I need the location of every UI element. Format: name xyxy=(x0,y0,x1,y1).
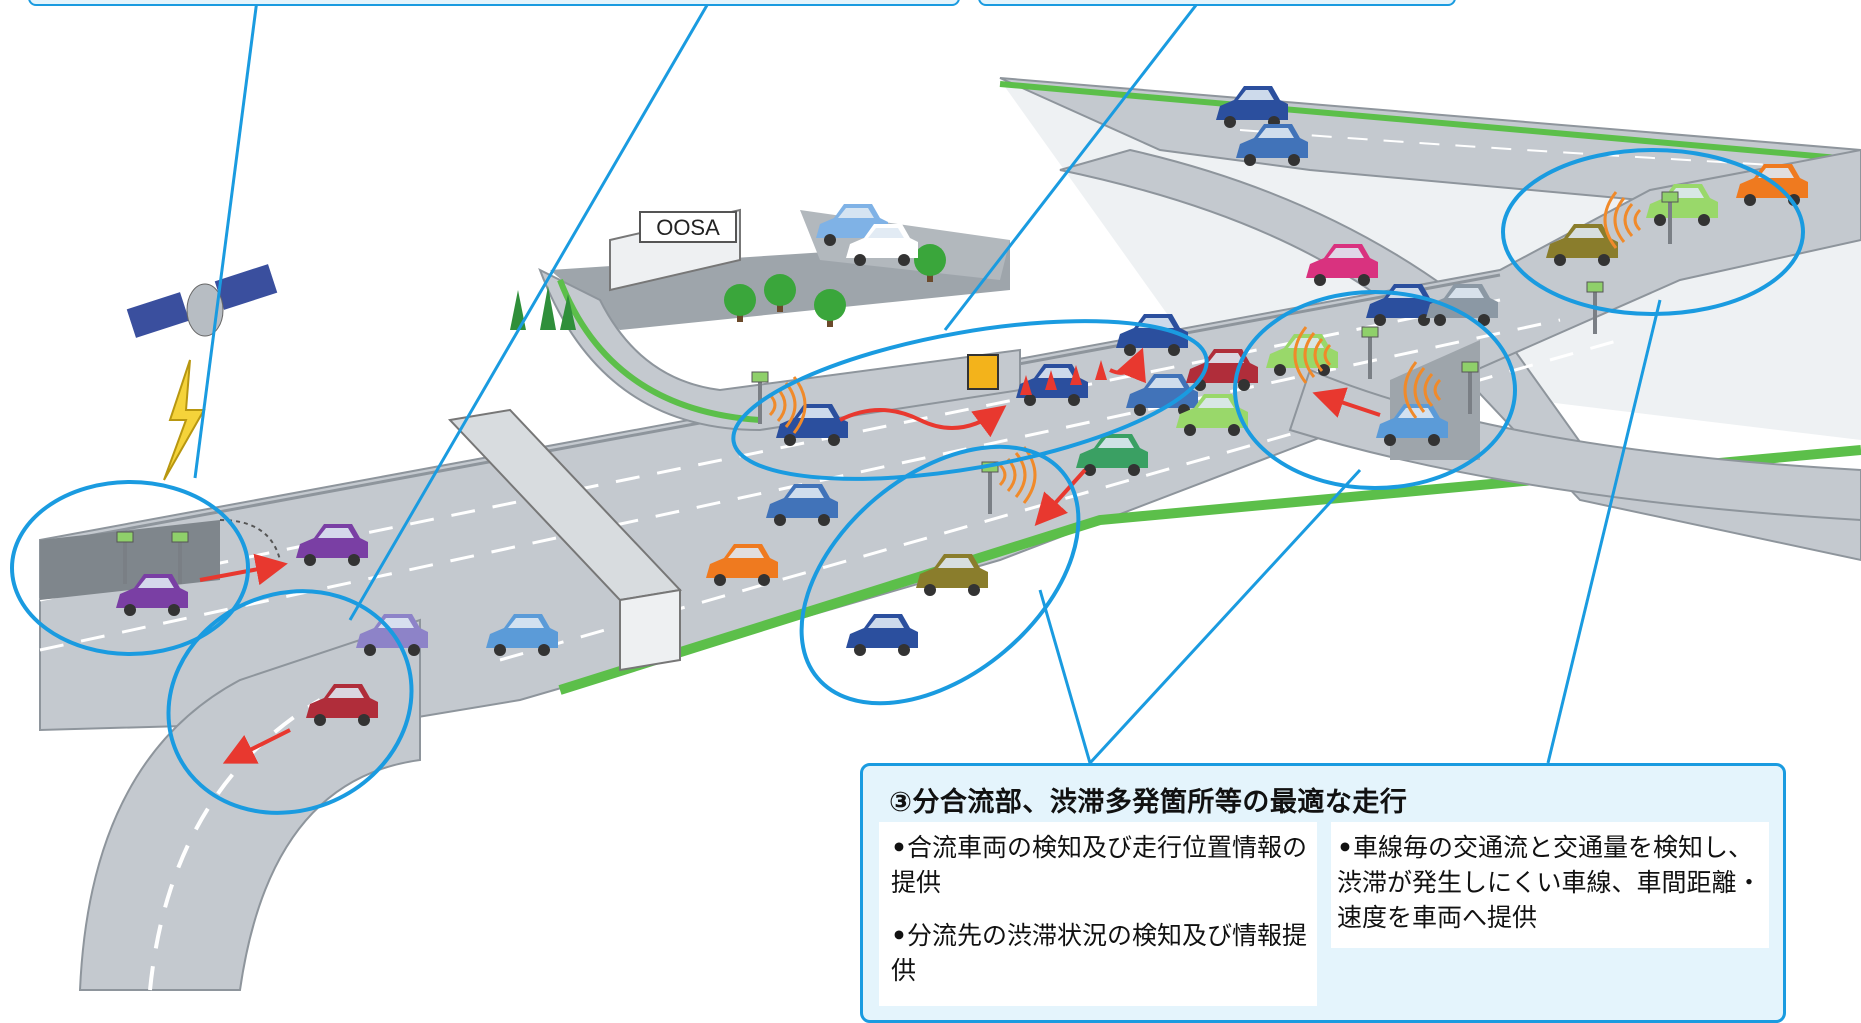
traffic-cone-icon xyxy=(1020,360,1107,395)
top-callout-box-left xyxy=(28,0,960,6)
satellite-icon xyxy=(126,264,278,338)
list-item: •合流車両の検知及び走行位置情報の提供 xyxy=(891,833,1307,897)
warning-sign-icon xyxy=(967,354,999,390)
list-item: •分流先の渋滞状況の検知及び情報提供 xyxy=(891,921,1307,985)
panel-right-column: •車線毎の交通流と交通量を検知し、渋滞が発生しにくい車線、車間距離・速度を車両へ… xyxy=(1331,822,1769,948)
list-item: •車線毎の交通流と交通量を検知し、渋滞が発生しにくい車線、車間距離・速度を車両へ… xyxy=(1337,833,1762,932)
toll-plaza xyxy=(447,408,683,672)
panel-title: ③分合流部、渋滞多発箇所等の最適な走行 xyxy=(889,787,1408,818)
info-panel-merge-diverge: ③分合流部、渋滞多発箇所等の最適な走行 •合流車両の検知及び走行位置情報の提供 … xyxy=(860,763,1786,1023)
motion-arrows xyxy=(199,347,1381,764)
bullet-icon: • xyxy=(891,921,907,950)
bullet-icon: • xyxy=(891,833,907,862)
car-icon xyxy=(846,614,918,656)
panel-left-column: •合流車両の検知及び走行位置情報の提供 •分流先の渋滞状況の検知及び情報提供 xyxy=(879,822,1317,1006)
service-building: OOSA xyxy=(609,208,741,292)
trees xyxy=(510,244,946,330)
service-area xyxy=(538,267,1021,432)
top-callout-box-right xyxy=(978,0,1456,6)
lightning-icon xyxy=(163,359,206,481)
callout-ellipses xyxy=(10,148,1805,815)
bullet-icon: • xyxy=(1337,833,1353,862)
roadwork-zone xyxy=(967,354,1107,395)
oosa-sign: OOSA xyxy=(656,215,720,240)
callout-leaders xyxy=(193,0,1662,765)
tree-icon xyxy=(814,289,846,327)
